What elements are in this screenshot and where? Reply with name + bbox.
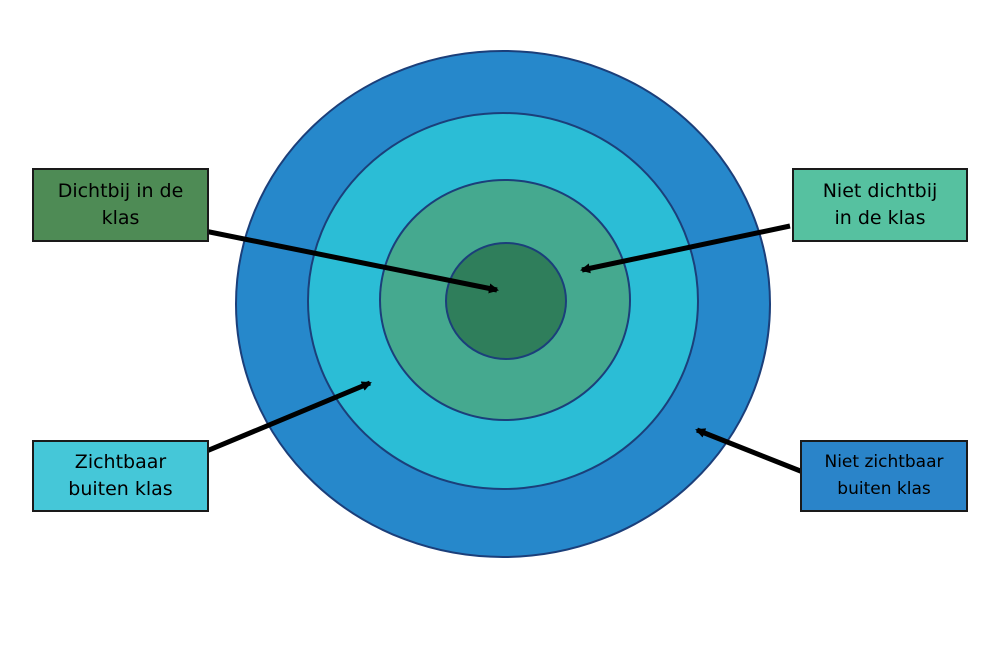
label-box-bottom-right: Niet zichtbaar buiten klas [800,440,968,512]
label-box-top-right: Niet dichtbij in de klas [792,168,968,242]
label-box-bottom-left: Zichtbaar buiten klas [32,440,209,512]
label-top-right-text: Niet dichtbij in de klas [822,180,938,229]
arrow-bottom-right [695,427,809,477]
arrow-bottom-left [184,380,372,463]
ring-core [445,242,567,360]
label-box-top-left: Dichtbij in de klas [32,168,209,242]
arrow-top-right [580,223,791,274]
label-bottom-right-text: Niet zichtbaar buiten klas [824,452,944,499]
arrow-top-left [179,223,499,294]
label-top-left-text: Dichtbij in de klas [57,180,184,229]
label-bottom-left-text: Zichtbaar buiten klas [68,451,173,500]
